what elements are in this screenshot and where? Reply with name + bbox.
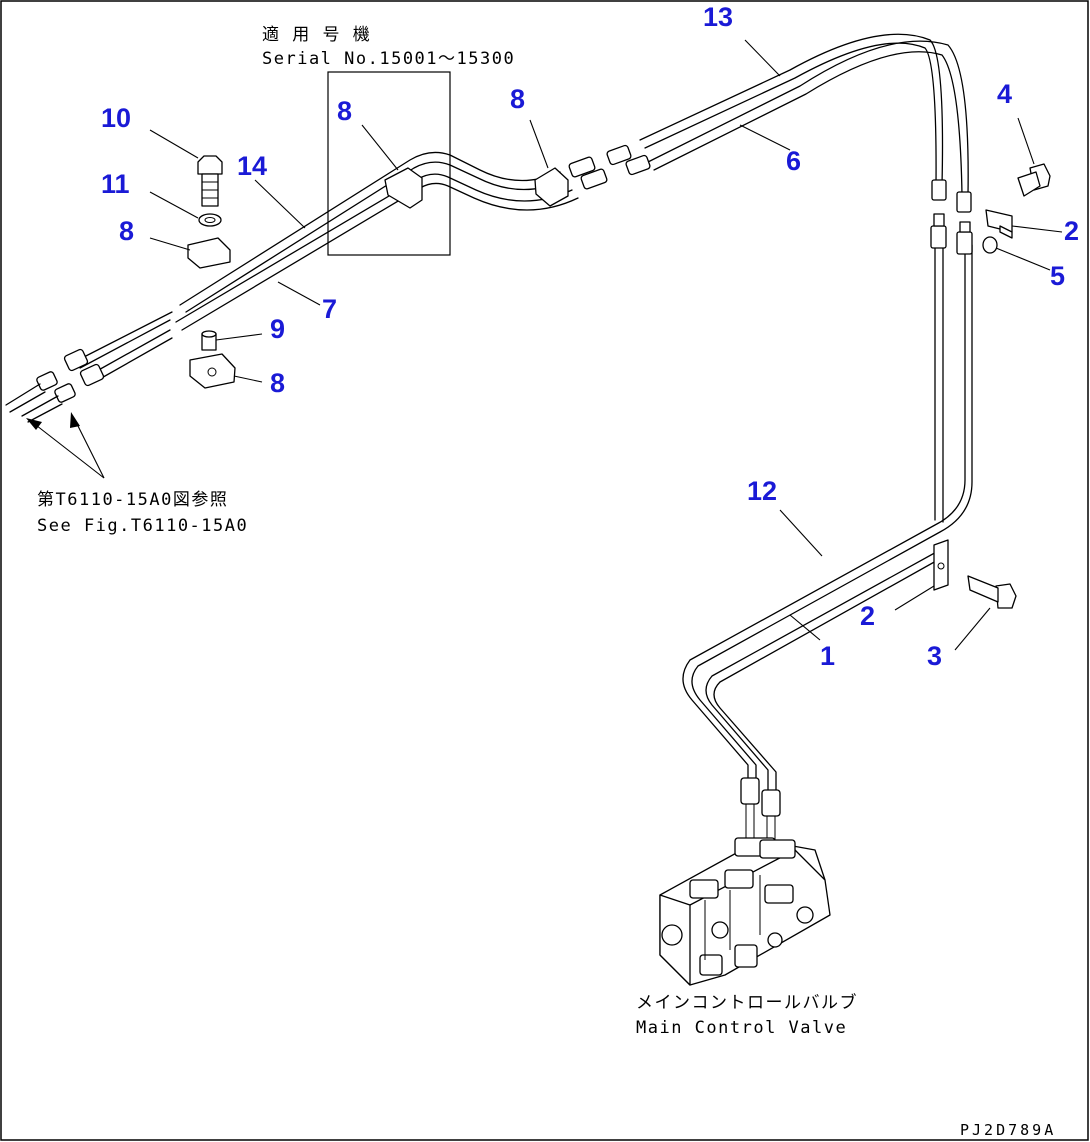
pipe-top-nut [959, 221, 971, 233]
clamp-8-loose-upper [187, 237, 231, 269]
pipe-end-fitting [568, 156, 596, 178]
callout-2-upper: 2 [1064, 216, 1079, 246]
pipe-assembly [77, 33, 973, 791]
reference-note-en: See Fig.T6110-15A0 [37, 516, 248, 536]
callout-13: 13 [703, 2, 733, 32]
main-control-valve [659, 837, 831, 986]
pipe-mid-c [175, 173, 573, 323]
pipe-1-outer [705, 549, 941, 791]
callout-11: 11 [101, 169, 130, 199]
callout-7: 7 [322, 294, 337, 324]
hose-13-a [639, 33, 944, 186]
fittings [5, 144, 973, 845]
hose-6-b [653, 51, 963, 196]
callout-4: 4 [997, 79, 1012, 109]
serial-note-en: Serial No.15001～15300 [262, 49, 515, 69]
callout-12: 12 [747, 476, 777, 506]
pipe-left-d [97, 337, 173, 381]
clamp-8-loose-lower [189, 353, 236, 389]
callout-8-loose-upper: 8 [119, 216, 134, 246]
callout-1: 1 [820, 641, 835, 671]
pipe-left-c [94, 329, 171, 373]
callout-5: 5 [1050, 261, 1065, 291]
bracket-2-lower [933, 539, 949, 591]
callout-2-lower: 2 [860, 601, 875, 631]
pipe-end-fitting [36, 371, 58, 391]
serial-note-jp: 適 用 号 機 [262, 25, 371, 45]
pipe-end-fitting [79, 363, 105, 387]
callout-8-loose-lower: 8 [270, 368, 285, 398]
hose-6-a [647, 40, 969, 196]
pipe-tail [5, 383, 63, 423]
pipe-mid-b [185, 161, 566, 313]
serial-range-box [327, 71, 451, 256]
valve-pipe-fitting [740, 777, 760, 805]
nut-9-top [201, 330, 217, 338]
pipe-12-inner [691, 244, 973, 781]
clamp-8-mid [534, 167, 569, 207]
pipe-12-outer [682, 244, 966, 781]
callout-3: 3 [927, 641, 942, 671]
leader-lines [26, 39, 1063, 651]
pipe-end-fitting [63, 348, 89, 372]
bolt-4 [1017, 163, 1051, 197]
loose-parts [187, 155, 1051, 609]
callout-9: 9 [270, 314, 285, 344]
washer-11-hole [204, 217, 216, 223]
hose-end-fitting [931, 179, 947, 201]
clamp-8-box [384, 167, 423, 209]
text-notes: 適 用 号 機 Serial No.15001～15300 第T6110-15A… [37, 25, 1056, 1139]
bolt-10 [197, 155, 223, 207]
callout-8-box: 8 [337, 96, 352, 126]
valve-label-jp: メインコントロールバルブ [636, 992, 858, 1013]
valve-pipe-fitting [761, 789, 781, 817]
pipe-1-inner [713, 555, 946, 791]
hose-end-fitting [625, 154, 651, 176]
reference-note-jp: 第T6110-15A0図参照 [37, 490, 228, 510]
pipe-left-b [79, 319, 171, 369]
pipe-mid-d [181, 182, 579, 331]
callout-numbers: 13 6 4 2 5 12 1 2 3 10 11 8 14 7 9 8 8 8 [101, 2, 1079, 671]
pipe-end-fitting [580, 168, 608, 190]
pipe-top-fitting [956, 231, 973, 255]
hose-13-b [644, 42, 937, 186]
hose-end-fitting [956, 191, 972, 213]
pipe-end-fitting [54, 383, 76, 403]
pipe-top-nut [933, 213, 945, 227]
pipe-top-fitting [930, 225, 947, 249]
bracket-2-upper [985, 209, 1013, 233]
bracket-2-upper-tab [999, 225, 1013, 239]
nut-5 [982, 236, 998, 254]
callout-10: 10 [101, 103, 131, 133]
pipe-left-a [77, 311, 173, 361]
hose-end-fitting [606, 144, 632, 166]
drawing-code: PJ2D789A [960, 1121, 1056, 1139]
bolt-3 [967, 575, 1017, 609]
callout-8-mid: 8 [510, 84, 525, 114]
callout-14: 14 [237, 151, 267, 181]
washer-11 [198, 213, 222, 227]
valve-label-en: Main Control Valve [636, 1018, 847, 1038]
callout-6: 6 [786, 146, 801, 176]
